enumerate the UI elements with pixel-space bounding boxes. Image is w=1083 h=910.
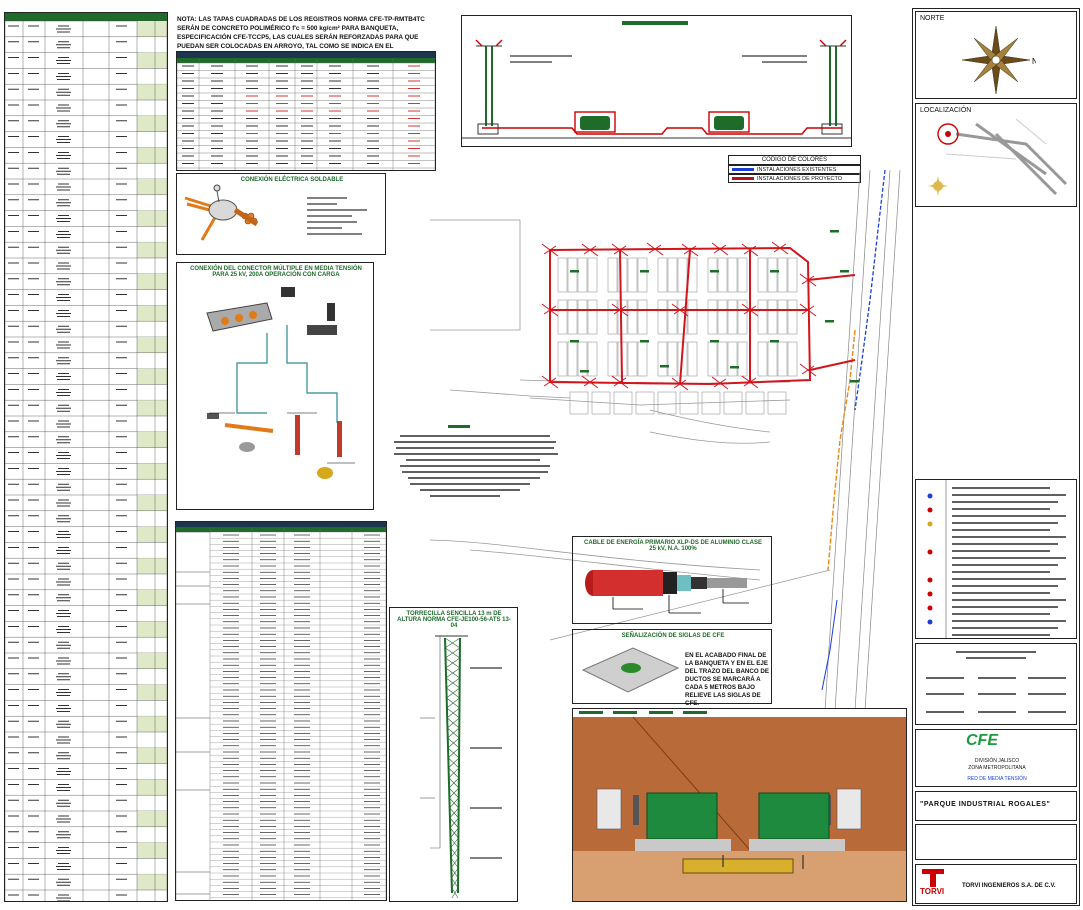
north-panel: NORTE N xyxy=(915,11,1077,99)
tower-title: TORRECILLA SENCILLA 13 m DE ALTURA NORMA… xyxy=(397,611,511,629)
network-label: RED DE MEDIA TENSIÓN xyxy=(967,776,1027,782)
registers-table xyxy=(175,521,387,901)
symbology-list xyxy=(927,480,1066,638)
soldable-drawing xyxy=(184,184,367,241)
project-panel: "PARQUE INDUSTRIAL ROGALES" xyxy=(915,791,1077,821)
legend-label-project: INSTALACIONES DE PROYECTO xyxy=(757,176,843,182)
circuit-schedule-table xyxy=(176,51,436,171)
color-code-title: CÓDIGO DE COLORES xyxy=(728,155,861,165)
siglas-drawing xyxy=(581,647,680,693)
cable-detail: CABLE DE ENERGÍA PRIMARIO XLP-DS DE ALUM… xyxy=(572,536,772,624)
location-map xyxy=(928,118,1068,196)
torvi-logo-icon xyxy=(922,869,944,887)
company-panel: TORVI TORVI INGENIEROS S.A. DE C.V. xyxy=(915,864,1077,904)
cfe-panel: CFE DIVISIÓN JALISCO ZONA METROPOLITANA … xyxy=(915,729,1077,787)
tower-drawing xyxy=(420,635,502,899)
siglas-detail: SEÑALIZACIÓN DE SIGLAS DE CFE EN EL ACAB… xyxy=(572,629,772,707)
legend-swatch-project xyxy=(732,177,754,180)
registers-grid xyxy=(175,522,387,900)
company-logo: TORVI xyxy=(920,887,945,896)
location-label: LOCALIZACIÓN xyxy=(920,107,972,114)
legend-label-existing: INSTALACIONES EXISTENTES xyxy=(757,167,837,173)
revision-panel xyxy=(915,824,1077,860)
title-block: NORTE N LOCALIZACIÓN xyxy=(912,8,1080,906)
multiple-connector-detail: CONEXIÓN DEL CONECTOR MÚLTIPLE EN MEDIA … xyxy=(176,262,374,510)
compass-rose-icon: N xyxy=(961,25,1036,95)
cable-title: CABLE DE ENERGÍA PRIMARIO XLP-DS DE ALUM… xyxy=(584,540,762,552)
location-panel: LOCALIZACIÓN xyxy=(915,103,1077,207)
circuit-schedule-grid xyxy=(176,52,436,170)
tower-detail: TORRECILLA SENCILLA 13 m DE ALTURA NORMA… xyxy=(389,607,518,902)
siglas-text: EN EL ACABADO FINAL DE LA BANQUETA Y EN … xyxy=(685,652,769,707)
north-letter: N xyxy=(1032,57,1036,66)
zone-label: ZONA METROPOLITANA xyxy=(968,765,1026,771)
multiple-connector-title: CONEXIÓN DEL CONECTOR MÚLTIPLE EN MEDIA … xyxy=(190,266,362,278)
multiple-connector-drawing xyxy=(206,287,355,479)
legend-existing: INSTALACIONES EXISTENTES xyxy=(728,165,861,174)
left-schedule-grid xyxy=(4,13,168,902)
project-name: "PARQUE INDUSTRIAL ROGALES" xyxy=(920,801,1051,808)
company-name: TORVI INGENIEROS S.A. DE C.V. xyxy=(962,883,1056,889)
title-notes-lines xyxy=(926,651,1066,713)
cfe-logo: CFE xyxy=(966,732,998,749)
legend-swatch-existing xyxy=(732,168,754,171)
general-notes-block xyxy=(394,425,558,497)
division-label: DIVISIÓN JALISCO xyxy=(974,758,1020,764)
soldable-detail: CONEXIÓN ELÉCTRICA SOLDABLE xyxy=(176,173,386,255)
symbology-panel xyxy=(915,479,1077,639)
color-code-legend: CÓDIGO DE COLORES INSTALACIONES EXISTENT… xyxy=(728,155,861,185)
site-plan xyxy=(430,170,901,710)
north-label: NORTE xyxy=(920,15,945,22)
title-notes-panel xyxy=(915,643,1077,725)
register-section-drawing xyxy=(573,709,906,901)
elevation-view xyxy=(461,15,852,147)
cable-drawing xyxy=(585,570,749,614)
legend-project: INSTALACIONES DE PROYECTO xyxy=(728,174,861,183)
left-schedule-table xyxy=(4,12,168,902)
register-section-detail xyxy=(572,708,907,902)
elevation-drawing xyxy=(462,21,851,139)
soldable-title: CONEXIÓN ELÉCTRICA SOLDABLE xyxy=(240,177,344,183)
siglas-title: SEÑALIZACIÓN DE SIGLAS DE CFE xyxy=(621,633,725,639)
